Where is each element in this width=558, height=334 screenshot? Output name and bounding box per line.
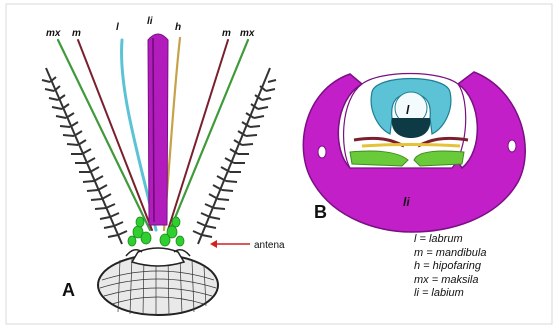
label-m-left: m [72, 28, 81, 39]
antenna-label: antena [254, 240, 285, 251]
label-m-right: m [222, 28, 231, 39]
labium-opening-right [508, 140, 516, 152]
legend-item: l = labrum [414, 233, 486, 247]
antenna-arrow-head [210, 240, 217, 248]
legend-item: m = mandibula [414, 247, 486, 261]
label-mx-left: mx [46, 28, 61, 39]
label-l: l [116, 22, 119, 33]
labium-proboscis [148, 34, 168, 225]
maxilla-right [170, 40, 248, 230]
legend-item: mx = maksila [414, 274, 486, 288]
panel-label-a: A [62, 280, 75, 301]
legend-item: h = hipofaring [414, 260, 486, 274]
antenna-right [193, 68, 276, 244]
labium-opening-left [318, 146, 326, 158]
label-li: li [147, 16, 153, 27]
panel-a-drawing: antena mx m l li h m mx [42, 16, 285, 315]
panel-b-drawing: l li [303, 72, 525, 232]
panel-label-b: B [314, 202, 327, 223]
legend: l = labrum m = mandibula h = hipofaring … [414, 233, 486, 301]
section-label-labium: li [403, 195, 410, 209]
label-mx-right: mx [240, 28, 255, 39]
label-h: h [175, 22, 181, 33]
labium-groove [153, 38, 154, 222]
legend-item: li = labium [414, 287, 486, 301]
mandible-left [78, 40, 152, 230]
